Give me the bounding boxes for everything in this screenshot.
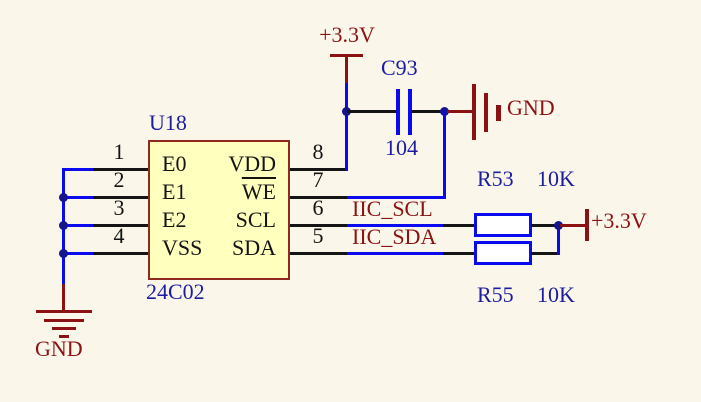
wire-pin4-stub[interactable] bbox=[62, 252, 94, 255]
r55-pin-right bbox=[531, 252, 559, 255]
c93-plate-right[interactable] bbox=[408, 89, 412, 135]
u18-pin-name-vdd: VDD bbox=[228, 151, 276, 176]
wire-scl[interactable] bbox=[347, 224, 445, 227]
vcc-top-stem bbox=[345, 56, 348, 84]
gnd-left-bar-1 bbox=[36, 310, 92, 313]
u18-part-number[interactable]: 24C02 bbox=[146, 279, 205, 304]
gnd-left-stem bbox=[62, 284, 65, 312]
c93-pin-left bbox=[347, 110, 397, 113]
junction-dot-pin4 bbox=[59, 249, 68, 258]
wire-pin2-stub[interactable] bbox=[62, 196, 94, 199]
u18-pin-name-e1: E1 bbox=[162, 179, 187, 204]
u18-pin-name-sda: SDA bbox=[231, 235, 276, 260]
vcc-right-line bbox=[560, 224, 587, 227]
u18-pin-6-number: 6 bbox=[312, 195, 324, 220]
vcc-top-bar bbox=[330, 54, 363, 57]
c93-pin-right bbox=[412, 110, 445, 113]
gnd-left-bar-3 bbox=[52, 327, 76, 330]
vcc-right-bar bbox=[585, 209, 589, 241]
u18-pin-name-vss: VSS bbox=[162, 235, 203, 260]
r55-body[interactable] bbox=[474, 241, 532, 265]
u18-pin-5-number: 5 bbox=[312, 223, 324, 248]
wire-pin1-stub[interactable] bbox=[62, 168, 94, 171]
u18-pin-7-number: 7 bbox=[312, 167, 324, 192]
r55-value[interactable]: 10K bbox=[537, 282, 575, 307]
c93-designator[interactable]: C93 bbox=[381, 55, 418, 80]
c93-plate-left[interactable] bbox=[396, 89, 400, 135]
gnd-right-line bbox=[447, 110, 474, 113]
gnd-left-bar-2 bbox=[44, 319, 84, 322]
wire-we-horizontal[interactable] bbox=[347, 196, 445, 199]
u18-pin-7-line bbox=[290, 196, 347, 199]
gnd-left-bar-4 bbox=[59, 335, 69, 338]
net-label-iic-scl[interactable]: IIC_SCL bbox=[352, 196, 433, 221]
u18-pin-name-we: WE bbox=[241, 179, 276, 204]
gnd-left-label[interactable]: GND bbox=[35, 336, 83, 361]
r53-pin-right bbox=[531, 224, 559, 227]
u18-pin-8-number: 8 bbox=[312, 139, 324, 164]
wire-res-right-vertical[interactable] bbox=[557, 225, 560, 255]
vcc-right-label[interactable]: +3.3V bbox=[591, 208, 647, 233]
net-label-iic-sda[interactable]: IIC_SDA bbox=[352, 224, 437, 249]
u18-pin-name-scl: SCL bbox=[235, 207, 276, 232]
junction-dot-vdd bbox=[342, 107, 351, 116]
u18-pin-3-line bbox=[93, 224, 148, 227]
u18-pin-1-number: 1 bbox=[113, 139, 125, 164]
wire-pin3-stub[interactable] bbox=[62, 224, 94, 227]
junction-dot-pin2 bbox=[59, 193, 68, 202]
r53-designator[interactable]: R53 bbox=[477, 166, 514, 191]
u18-pin-name-e0: E0 bbox=[162, 151, 187, 176]
wire-sda[interactable] bbox=[347, 252, 445, 255]
wire-vdd-riser[interactable] bbox=[345, 83, 348, 171]
vcc-top-label[interactable]: +3.3V bbox=[319, 22, 375, 47]
gnd-right-bar-3 bbox=[496, 105, 501, 121]
junction-dot-res-right bbox=[554, 221, 563, 230]
u18-pin-2-number: 2 bbox=[113, 167, 125, 192]
u18-pin-2-line bbox=[93, 196, 148, 199]
junction-dot-pin3 bbox=[59, 221, 68, 230]
u18-pin-1-line bbox=[93, 168, 148, 171]
gnd-right-bar-1 bbox=[472, 84, 476, 140]
r53-value[interactable]: 10K bbox=[537, 166, 575, 191]
gnd-right-label[interactable]: GND bbox=[507, 95, 555, 120]
u18-pin-3-number: 3 bbox=[113, 195, 125, 220]
r55-designator[interactable]: R55 bbox=[477, 282, 514, 307]
u18-pin-5-line bbox=[290, 252, 347, 255]
r55-pin-left bbox=[443, 252, 475, 255]
u18-pin-8-line bbox=[290, 168, 347, 171]
r53-body[interactable] bbox=[474, 213, 532, 237]
u18-pin-4-number: 4 bbox=[113, 223, 125, 248]
u18-designator[interactable]: U18 bbox=[149, 110, 187, 135]
u18-chip-body[interactable] bbox=[148, 140, 290, 280]
u18-pin-6-line bbox=[290, 224, 347, 227]
wire-we-vertical[interactable] bbox=[443, 110, 446, 199]
r53-pin-left bbox=[443, 224, 475, 227]
gnd-right-bar-2 bbox=[484, 93, 488, 132]
u18-pin-4-line bbox=[93, 252, 148, 255]
u18-pin-name-e2: E2 bbox=[162, 207, 187, 232]
c93-value[interactable]: 104 bbox=[385, 135, 418, 160]
